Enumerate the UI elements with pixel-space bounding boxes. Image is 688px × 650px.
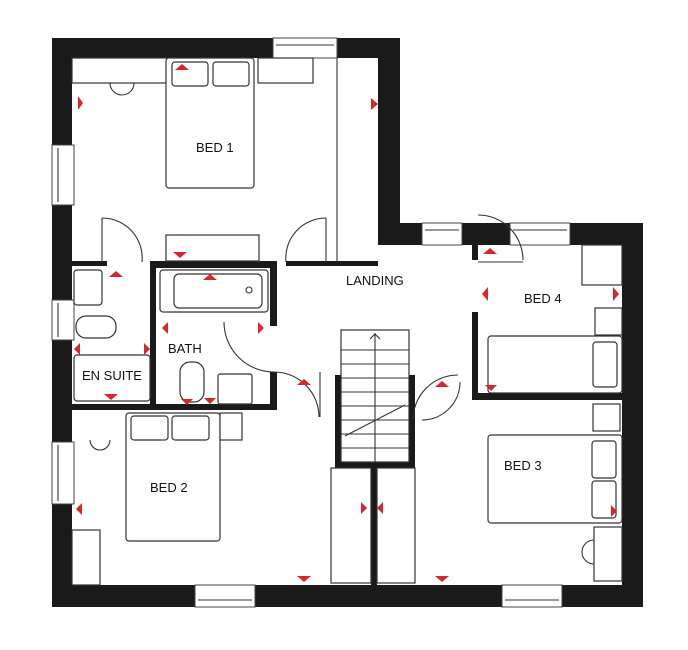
- room-label-landing: LANDING: [346, 273, 404, 288]
- windows: [51, 37, 571, 608]
- fixtures: [71, 57, 623, 586]
- interior-walls: [72, 245, 622, 585]
- room-label-bed1: BED 1: [196, 140, 234, 155]
- stair-treads: [341, 333, 409, 462]
- electrical-markers: [74, 64, 619, 582]
- room-label-bed4: BED 4: [524, 291, 562, 306]
- room-label-ensuite: EN SUITE: [82, 368, 142, 383]
- room-label-bed2: BED 2: [150, 480, 188, 495]
- room-label-bed3: BED 3: [504, 458, 542, 473]
- room-label-bath: BATH: [168, 341, 202, 356]
